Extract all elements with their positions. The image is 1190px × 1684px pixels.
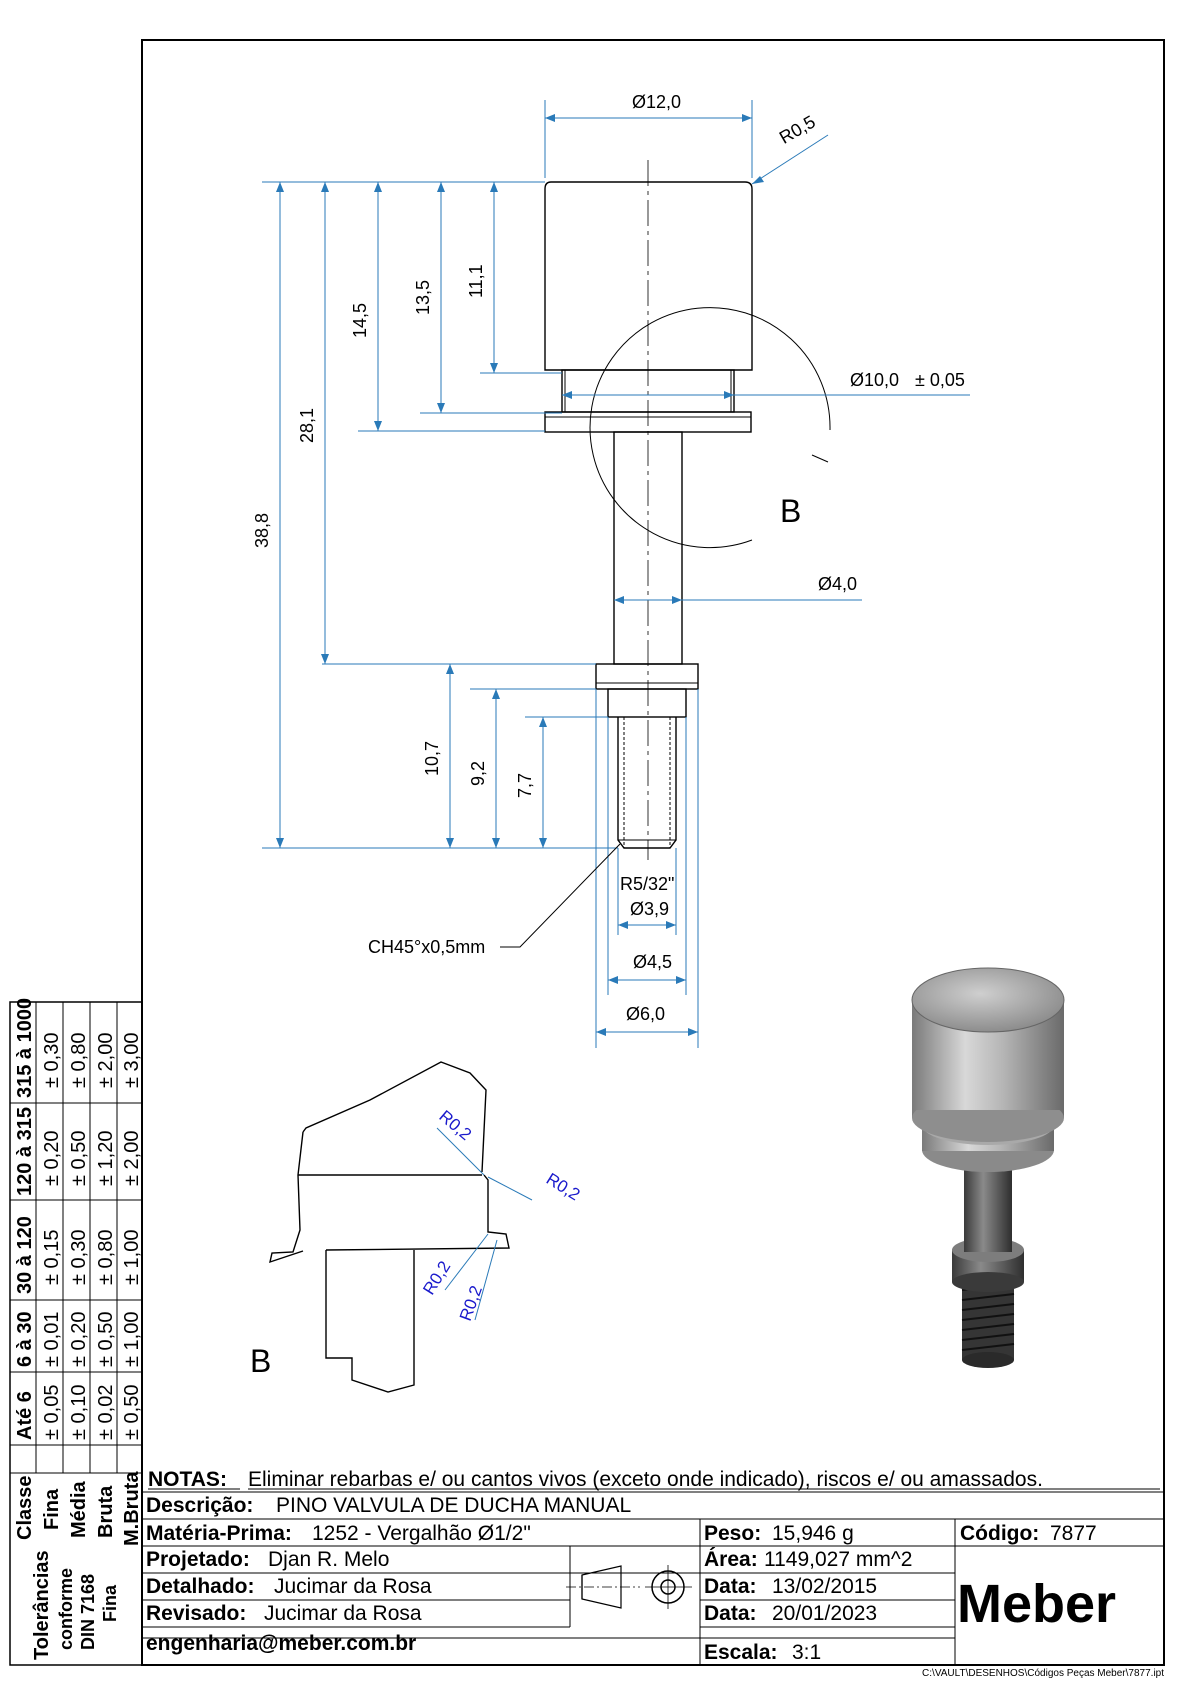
title-block: NOTAS: Eliminar rebarbas e/ ou cantos vi… [141, 1468, 1164, 1679]
detailed-value: Jucimar da Rosa [274, 1575, 432, 1598]
notes-text: Eliminar rebarbas e/ ou cantos vivos (ex… [248, 1468, 1043, 1491]
code-label: Código: [960, 1522, 1039, 1545]
dim-groove-diameter: Ø10,0 [850, 370, 899, 390]
dimensions: Ø12,0 R0,5 38,8 28,1 14,5 13,5 [252, 92, 970, 1048]
dim-10-7: 10,7 [422, 741, 442, 776]
dim-38-8: 38,8 [252, 513, 272, 548]
tol-media-6: ± 0,20 [68, 1312, 90, 1367]
code-value: 7877 [1050, 1522, 1097, 1545]
dim-11-1: 11,1 [466, 264, 486, 298]
detail-view-label-b: B [250, 1343, 271, 1379]
weight-label: Peso: [704, 1522, 761, 1545]
tol-bruta-30: ± 0,80 [95, 1230, 117, 1285]
tol-mbruta-120: ± 2,00 [121, 1131, 143, 1186]
dim-14-5: 14,5 [350, 303, 370, 338]
date2-value: 20/01/2023 [772, 1602, 877, 1625]
dim-chamfer: CH45°x0,5mm [368, 937, 485, 957]
part-side-view [544, 160, 753, 860]
tol-media-30: ± 0,30 [68, 1230, 90, 1285]
tol-class-fina: Fina [41, 1488, 63, 1530]
date1-label: Data: [704, 1575, 757, 1598]
part-3d-render [911, 967, 1065, 1368]
dim-head-diameter: Ø12,0 [632, 92, 681, 112]
dim-28-1: 28,1 [297, 408, 317, 443]
tol-title-4: Fina [100, 1584, 120, 1622]
reviewed-value: Jucimar da Rosa [264, 1602, 422, 1625]
detail-label-b: B [780, 493, 801, 529]
tol-title-2: conforme [56, 1568, 76, 1650]
tol-fina-6: ± 0,01 [41, 1312, 63, 1367]
meber-logo: Meber [957, 1574, 1116, 1634]
designed-label: Projetado: [146, 1548, 250, 1571]
tol-mbruta-30: ± 1,00 [121, 1230, 143, 1285]
tol-header-ate-6: Até 6 [14, 1391, 36, 1440]
material-label: Matéria-Prima: [146, 1522, 292, 1545]
tol-media-315: ± 0,80 [68, 1033, 90, 1088]
date2-label: Data: [704, 1602, 757, 1625]
detail-radius-4: R0,2 [456, 1283, 486, 1323]
dim-9-2: 9,2 [468, 761, 488, 786]
dim-6-0: Ø6,0 [626, 1004, 665, 1024]
drawing-frame [141, 39, 1165, 1666]
date1-value: 13/02/2015 [772, 1575, 877, 1598]
tol-header-6-30: 6 à 30 [14, 1311, 36, 1367]
dim-3-9: Ø3,9 [630, 899, 669, 919]
description-label: Descrição: [146, 1494, 253, 1517]
tol-bruta-315: ± 2,00 [95, 1033, 117, 1088]
tolerance-table: 315 à 1000 120 à 315 30 à 120 6 à 30 Até… [9, 998, 143, 1666]
notes-label: NOTAS: [148, 1468, 227, 1491]
projection-symbol-icon [566, 1565, 692, 1609]
tol-header-30-120: 30 à 120 [14, 1216, 36, 1294]
dim-7-7: 7,7 [515, 773, 535, 798]
detail-circle-b: B [589, 307, 831, 549]
detail-radius-1: R0,2 [435, 1107, 475, 1145]
dim-thread: R5/32" [620, 874, 674, 894]
description-value: PINO VALVULA DE DUCHA MANUAL [276, 1494, 631, 1517]
tol-class-media: Média [68, 1480, 90, 1538]
dim-head-radius: R0,5 [776, 111, 819, 147]
tol-header-120-315: 120 à 315 [14, 1107, 36, 1196]
tol-header-classe: Classe [14, 1476, 36, 1541]
scale-value: 3:1 [792, 1641, 821, 1664]
tol-bruta-6: ± 0,50 [95, 1312, 117, 1367]
detail-radius-2: R0,2 [543, 1169, 584, 1204]
area-value: 1149,027 mm^2 [764, 1548, 912, 1571]
email-text: engenharia@meber.com.br [146, 1632, 416, 1655]
tol-mbruta-6: ± 1,00 [121, 1312, 143, 1367]
file-path: C:\VAULT\DESENHOS\Códigos Peças Meber\78… [922, 1668, 1164, 1679]
tol-fina-120: ± 0,20 [41, 1131, 63, 1186]
tol-class-bruta: Bruta [95, 1485, 117, 1538]
dim-13-5: 13,5 [413, 280, 433, 315]
tol-title-3: DIN 7168 [78, 1574, 98, 1650]
tol-bruta-120: ± 1,20 [95, 1131, 117, 1186]
weight-value: 15,946 g [772, 1522, 854, 1545]
dim-groove-tolerance: ± 0,05 [915, 370, 965, 390]
tol-mbruta-315: ± 3,00 [121, 1033, 143, 1088]
dim-shaft-diameter: Ø4,0 [818, 574, 857, 594]
tol-bruta-ate6: ± 0,02 [95, 1385, 117, 1440]
tol-title-1: Tolerâncias [31, 1550, 53, 1660]
detail-view-b: R0,2 R0,2 R0,2 R0,2 B [250, 1061, 584, 1393]
tol-media-ate6: ± 0,10 [68, 1385, 90, 1440]
tol-header-315-1000: 315 à 1000 [14, 998, 36, 1098]
tol-class-mbruta: M.Bruta [121, 1471, 143, 1546]
tol-fina-315: ± 0,30 [41, 1033, 63, 1088]
area-label: Área: [704, 1548, 758, 1571]
tol-mbruta-ate6: ± 0,50 [121, 1385, 143, 1440]
tol-media-120: ± 0,50 [68, 1131, 90, 1186]
detail-radius-3: R0,2 [419, 1258, 454, 1299]
scale-label: Escala: [704, 1641, 778, 1664]
dim-4-5: Ø4,5 [633, 952, 672, 972]
tol-fina-ate6: ± 0,05 [41, 1385, 63, 1440]
designed-value: Djan R. Melo [268, 1548, 389, 1571]
reviewed-label: Revisado: [146, 1602, 246, 1625]
material-value: 1252 - Vergalhão Ø1/2" [312, 1522, 531, 1545]
tol-fina-30: ± 0,15 [41, 1230, 63, 1285]
detailed-label: Detalhado: [146, 1575, 255, 1598]
